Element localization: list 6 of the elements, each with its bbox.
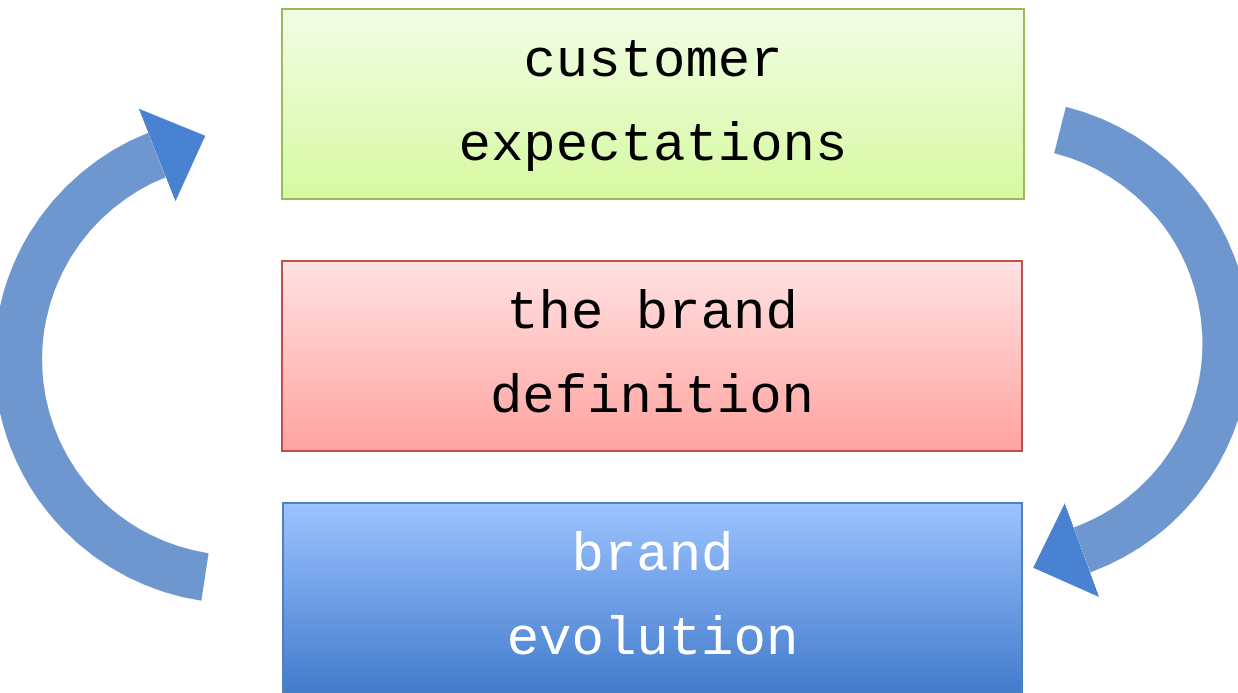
process-box — [282, 502, 1023, 693]
process-box — [281, 8, 1025, 200]
process-box — [281, 260, 1023, 452]
box-label: brand evolution — [505, 523, 800, 672]
box-label: customer expectations — [457, 30, 849, 178]
box-label: the brand definition — [488, 282, 816, 430]
